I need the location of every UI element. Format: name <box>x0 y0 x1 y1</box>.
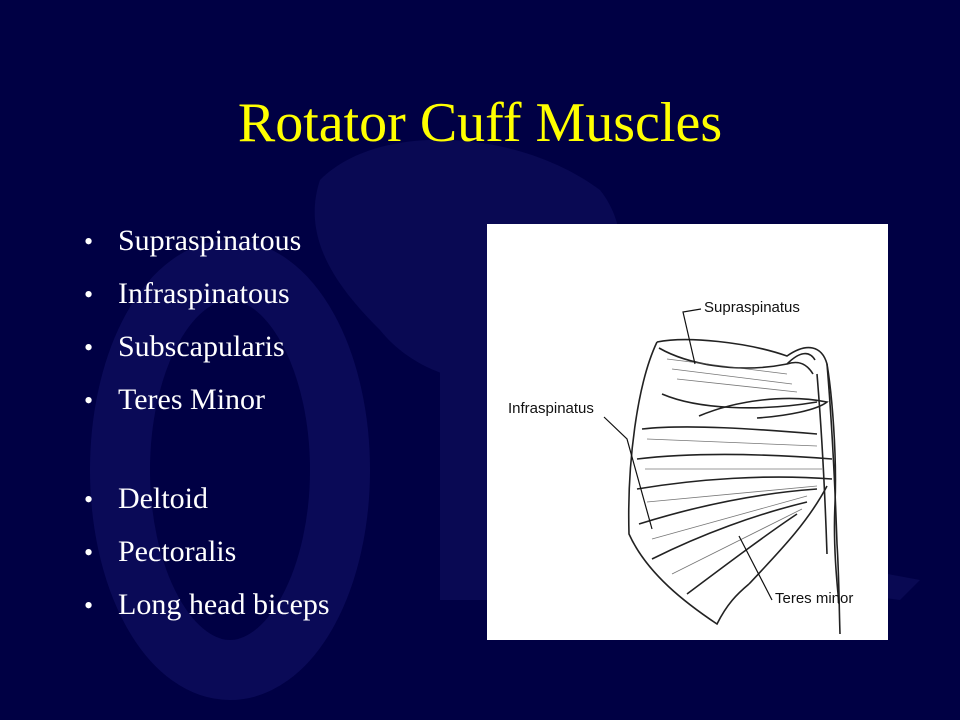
list-item: • Subscapularis <box>84 320 330 373</box>
list-item-text: Pectoralis <box>118 535 237 568</box>
bullet-glyph: • <box>84 538 94 567</box>
list-item-text: Long head biceps <box>118 588 330 621</box>
list-item-text: Infraspinatous <box>118 277 290 310</box>
label-supraspinatus: Supraspinatus <box>704 299 800 316</box>
list-item: • Supraspinatous <box>84 214 330 267</box>
list-item: • Infraspinatous <box>84 267 330 320</box>
list-item: • Pectoralis <box>84 525 330 578</box>
list-item-text: Supraspinatous <box>118 224 302 257</box>
list-item: • Long head biceps <box>84 578 330 631</box>
bullet-glyph: • <box>84 280 94 309</box>
label-teres-minor: Teres minor <box>775 590 854 607</box>
bullet-glyph: • <box>84 591 94 620</box>
scapula-muscle-drawing <box>603 308 841 635</box>
list-item-text: Teres Minor <box>118 383 266 416</box>
list-item: • Teres Minor <box>84 373 330 426</box>
list-item-text: Subscapularis <box>118 330 285 363</box>
bullet-glyph: • <box>84 485 94 514</box>
bullet-glyph: • <box>84 227 94 256</box>
label-infraspinatus: Infraspinatus <box>508 400 594 417</box>
rotator-cuff-illustration: Supraspinatus Infraspinatus Teres minor <box>487 224 888 640</box>
bullet-list: • Supraspinatous • Infraspinatous • Subscap… <box>84 214 330 631</box>
list-item: • Deltoid <box>84 472 330 525</box>
bullet-glyph: • <box>84 386 94 415</box>
bullet-glyph: • <box>84 333 94 362</box>
list-item-text: Deltoid <box>118 482 208 515</box>
slide-title: Rotator Cuff Muscles <box>237 92 723 154</box>
